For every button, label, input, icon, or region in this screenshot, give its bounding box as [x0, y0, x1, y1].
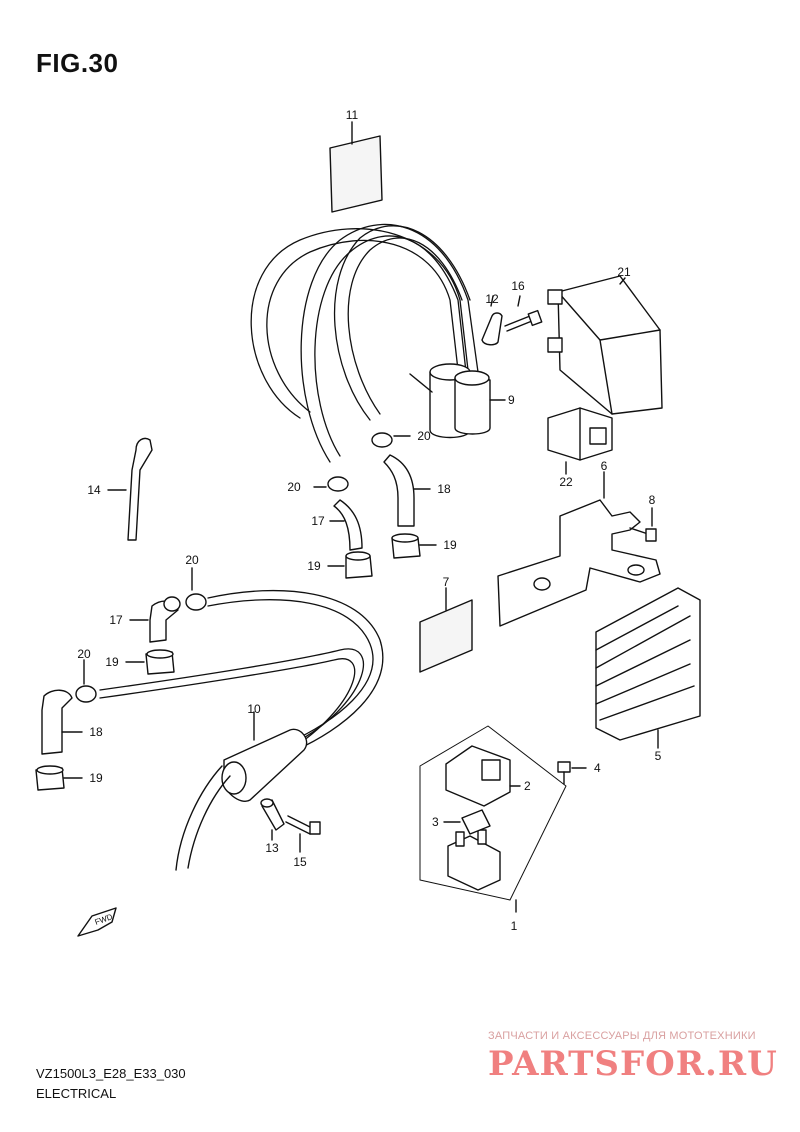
part-8-bolt	[629, 507, 657, 542]
part-9-ignition-coil	[409, 363, 506, 439]
part-4-screw	[557, 761, 587, 785]
section-name: ELECTRICAL	[36, 1086, 117, 1101]
callout-2: 2	[524, 779, 531, 793]
part-20-seal-upper-left	[313, 476, 349, 492]
part-21-ecu	[547, 275, 663, 415]
callout-8: 8	[649, 493, 656, 507]
part-7-label	[419, 587, 473, 673]
part-19-cover-upper-right	[391, 533, 437, 559]
part-14-cable-tie	[107, 437, 153, 541]
callout-1: 1	[511, 919, 518, 933]
part-10-ignition-coil	[175, 711, 308, 871]
callout-19a: 19	[307, 559, 321, 573]
part-17-plug-cap-lower	[129, 596, 181, 643]
callout-14: 14	[87, 483, 101, 497]
callout-16: 16	[511, 279, 525, 293]
fwd-direction-arrow: FWD	[77, 907, 117, 937]
part-1-starter-relay-assembly	[419, 725, 567, 913]
callout-19b: 19	[443, 538, 457, 552]
callout-18a: 18	[437, 482, 451, 496]
callout-5: 5	[655, 749, 662, 763]
callout-20b: 20	[417, 429, 431, 443]
part-18-plug-cap-upper	[383, 454, 431, 527]
callout-18b: 18	[89, 725, 103, 739]
part-12-spacer	[481, 295, 503, 346]
callout-15: 15	[293, 855, 307, 869]
callout-20d: 20	[77, 647, 91, 661]
part-17-plug-cap-upper	[329, 499, 363, 551]
part-2-relay-cover	[445, 745, 521, 807]
callout-7: 7	[443, 575, 450, 589]
part-5-regulator-rectifier	[595, 587, 701, 749]
callout-4: 4	[594, 761, 601, 775]
part-22-relay	[547, 407, 613, 475]
part-20-seal-lower-bottom	[75, 659, 97, 703]
part-19-cover-upper-left	[327, 551, 373, 579]
part-11-label	[329, 121, 383, 213]
callout-21: 21	[617, 265, 631, 279]
callout-19d: 19	[89, 771, 103, 785]
callout-3: 3	[432, 815, 439, 829]
part-16-bolt	[504, 295, 543, 332]
part-13-spacer	[260, 798, 285, 841]
callout-10: 10	[247, 702, 261, 716]
model-code: VZ1500L3_E28_E33_030	[36, 1066, 186, 1081]
callout-20c: 20	[185, 553, 199, 567]
part-19-cover-lower-top	[125, 649, 175, 675]
part-18-plug-cap-lower	[41, 689, 83, 755]
part-15-bolt	[285, 815, 321, 853]
part-19-cover-lower-bottom	[35, 765, 83, 791]
callout-22: 22	[559, 475, 573, 489]
callout-12: 12	[485, 292, 499, 306]
callout-9: 9	[508, 393, 515, 407]
part-6-bracket	[497, 471, 661, 627]
part-20-seal-upper-right	[371, 432, 411, 448]
callout-6: 6	[601, 459, 608, 473]
watermark: ЗАПЧАСТИ И АКСЕССУАРЫ ДЛЯ МОТОТЕХНИКИ PA…	[488, 1030, 788, 1084]
part-3-fuse	[443, 809, 491, 835]
callout-20a: 20	[287, 480, 301, 494]
figure-title: FIG.30	[36, 48, 119, 78]
watermark-tagline: ЗАПЧАСТИ И АКСЕССУАРЫ ДЛЯ МОТОТЕХНИКИ	[488, 1030, 756, 1042]
upper-hightension-leads	[250, 223, 479, 463]
callout-labels: 1 2 3 4 5 6 7 8 9 10 11 12 13 14 15 16 1…	[77, 108, 661, 933]
part-20-seal-lower-top	[185, 567, 207, 611]
callout-17b: 17	[109, 613, 123, 627]
callout-11: 11	[346, 108, 359, 122]
callout-17a: 17	[311, 514, 325, 528]
callout-19c: 19	[105, 655, 119, 669]
watermark-logo: PARTSFOR.RU	[488, 1044, 778, 1084]
callout-13: 13	[265, 841, 279, 855]
lower-hightension-leads	[99, 590, 384, 751]
